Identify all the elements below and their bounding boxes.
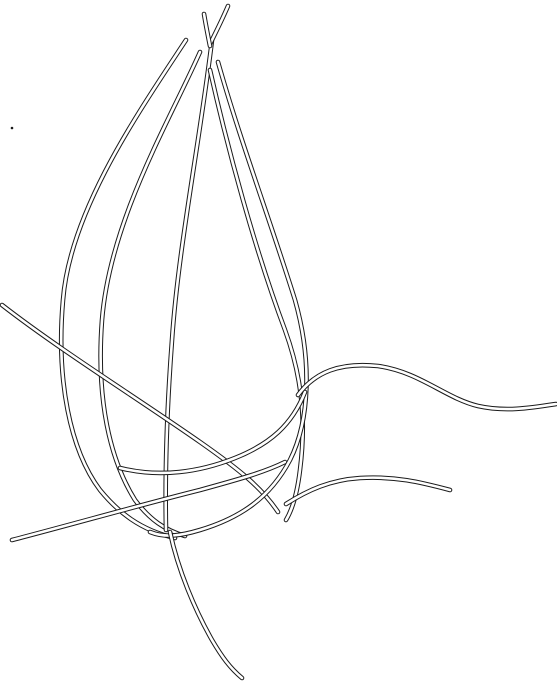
strand-upper-right-wave bbox=[298, 365, 556, 409]
strand-lower-right-wave bbox=[286, 478, 450, 504]
strand-bottom-tail bbox=[170, 532, 242, 678]
strand-top-whisker-left bbox=[204, 14, 210, 46]
strand-right-descending bbox=[210, 70, 303, 520]
ink-speck bbox=[11, 127, 14, 130]
strand-top-whisker-right bbox=[210, 6, 228, 44]
knot-strands bbox=[2, 6, 556, 678]
strand-inner-left-loop bbox=[101, 52, 200, 536]
